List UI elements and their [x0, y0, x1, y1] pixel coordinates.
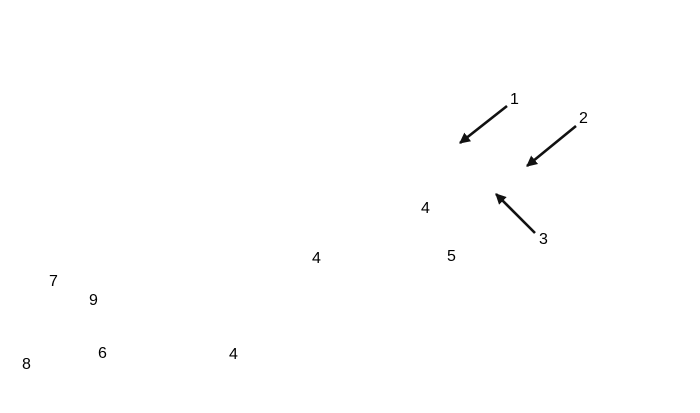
digit-label: 5	[447, 248, 456, 265]
digit-label: 4	[312, 250, 321, 267]
digit-label: 7	[49, 273, 58, 290]
digit-label: 9	[89, 292, 98, 309]
arrow-label-3: 3	[539, 231, 548, 248]
arrow-3	[495, 193, 536, 234]
digit-label: 6	[98, 345, 107, 362]
arrow-label-1: 1	[510, 91, 519, 108]
arrow-1	[459, 104, 508, 145]
digit-label: 8	[22, 356, 31, 373]
digit-label: 4	[229, 346, 238, 363]
arrow-label-2: 2	[579, 110, 588, 127]
digit-label: 4	[421, 200, 430, 217]
arrow-2	[526, 124, 577, 168]
